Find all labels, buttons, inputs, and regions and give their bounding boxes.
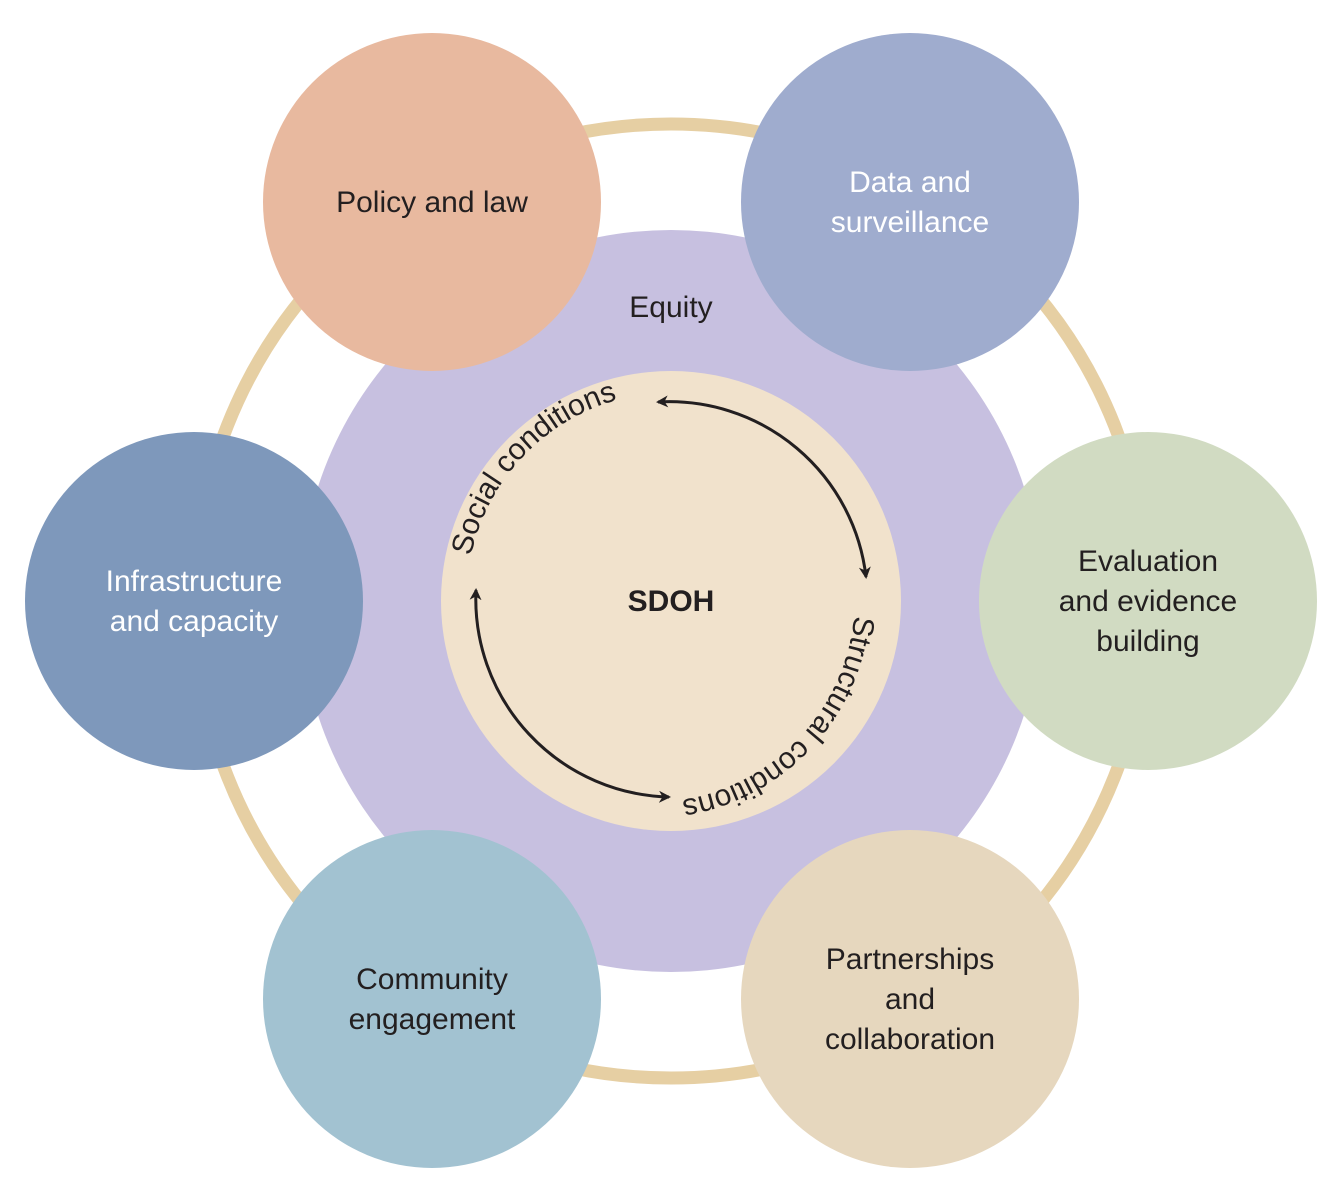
node-label-line: and: [885, 983, 935, 1016]
node-circle: [741, 33, 1079, 371]
node-label-line: Evaluation: [1078, 545, 1218, 578]
node-label-line: engagement: [349, 1003, 516, 1036]
node-evaluation-and-evidence-building: Evaluation and evidence building: [979, 432, 1317, 770]
node-partnerships-and-collaboration: Partnerships and collaboration: [741, 830, 1079, 1168]
equity-label: Equity: [629, 291, 712, 324]
node-label: Data and surveillance: [831, 166, 989, 239]
double-arrow-top-right: [656, 395, 871, 579]
node-policy-and-law: Policy and law: [263, 33, 601, 371]
sdoh-label: SDOH: [628, 585, 715, 618]
node-data-and-surveillance: Data and surveillance: [741, 33, 1079, 371]
node-community-engagement: Community engagement: [263, 830, 601, 1168]
node-label-line: and capacity: [110, 605, 278, 638]
node-label-line: surveillance: [831, 206, 989, 239]
node-label-line: Community: [356, 963, 508, 996]
node-label: Policy and law: [336, 186, 528, 219]
node-infrastructure-and-capacity: Infrastructure and capacity: [25, 432, 363, 770]
double-arrow-bottom-left: [469, 588, 671, 803]
node-label-line: building: [1096, 625, 1199, 658]
node-label: Partnerships and collaboration: [825, 943, 995, 1056]
node-label: Community engagement: [349, 963, 516, 1036]
node-label-line: collaboration: [825, 1023, 995, 1056]
node-circle: [979, 432, 1317, 770]
node-label-line: Data and: [849, 166, 971, 199]
node-circle: [263, 830, 601, 1168]
node-circle: [25, 432, 363, 770]
node-circle: [741, 830, 1079, 1168]
node-circle: [263, 33, 601, 371]
node-label: Evaluation and evidence building: [1059, 545, 1237, 658]
node-label-line: Policy and law: [336, 186, 528, 219]
node-label-line: Partnerships: [826, 943, 994, 976]
node-label-line: Infrastructure: [106, 565, 283, 598]
node-label-line: and evidence: [1059, 585, 1237, 618]
node-label: Infrastructure and capacity: [106, 565, 283, 638]
